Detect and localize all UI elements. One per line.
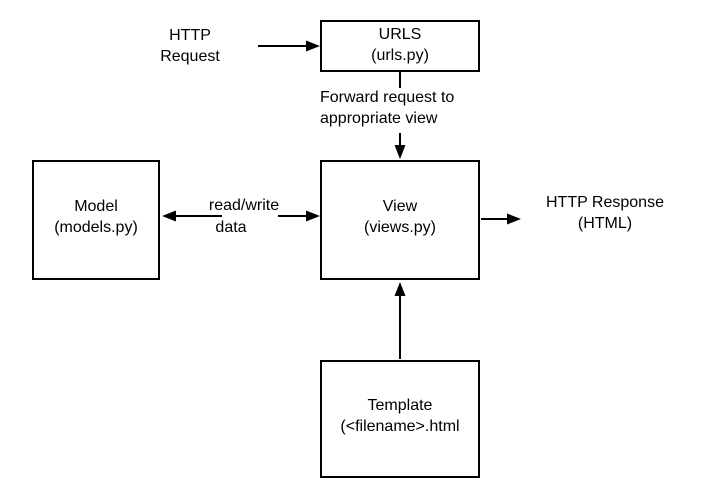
node-view: View (views.py) — [320, 160, 480, 280]
read-write-label-line1: read/write — [208, 197, 280, 214]
node-model-subtitle: (models.py) — [54, 219, 138, 236]
arrow-request-to-urls — [258, 40, 320, 52]
arrow-template-to-view — [394, 282, 406, 359]
node-model: Model (models.py) — [32, 160, 160, 280]
arrow-forward-to-view — [394, 133, 406, 159]
node-urls: URLS (urls.py) — [320, 20, 480, 72]
node-urls-title: URLS — [378, 26, 422, 43]
node-view-subtitle: (views.py) — [363, 219, 436, 236]
http-response-label-line1: HTTP Response — [546, 194, 664, 211]
http-request-label-line1: HTTP — [169, 27, 211, 44]
node-urls-subtitle: (urls.py) — [371, 47, 429, 64]
read-write-label-line2: data — [215, 219, 247, 236]
http-response-label-line2: (HTML) — [577, 215, 633, 232]
forward-request-label: Forward request to appropriate view — [320, 87, 454, 129]
forward-request-label-line1: Forward request to — [320, 89, 455, 106]
node-view-title: View — [382, 198, 418, 215]
node-template: Template (<filename>.html — [320, 360, 480, 478]
arrow-view-to-response — [481, 213, 521, 225]
http-request-label-line2: Request — [160, 48, 220, 65]
http-response-label: HTTP Response (HTML) — [530, 192, 680, 234]
node-template-subtitle: (<filename>.html — [340, 418, 460, 435]
read-write-arrow-left — [162, 210, 222, 222]
http-request-label: HTTP Request — [140, 25, 240, 67]
forward-request-label-line2: appropriate view — [320, 110, 438, 127]
read-write-arrow-right — [278, 210, 320, 222]
node-model-title: Model — [74, 198, 118, 215]
node-template-title: Template — [367, 397, 433, 414]
